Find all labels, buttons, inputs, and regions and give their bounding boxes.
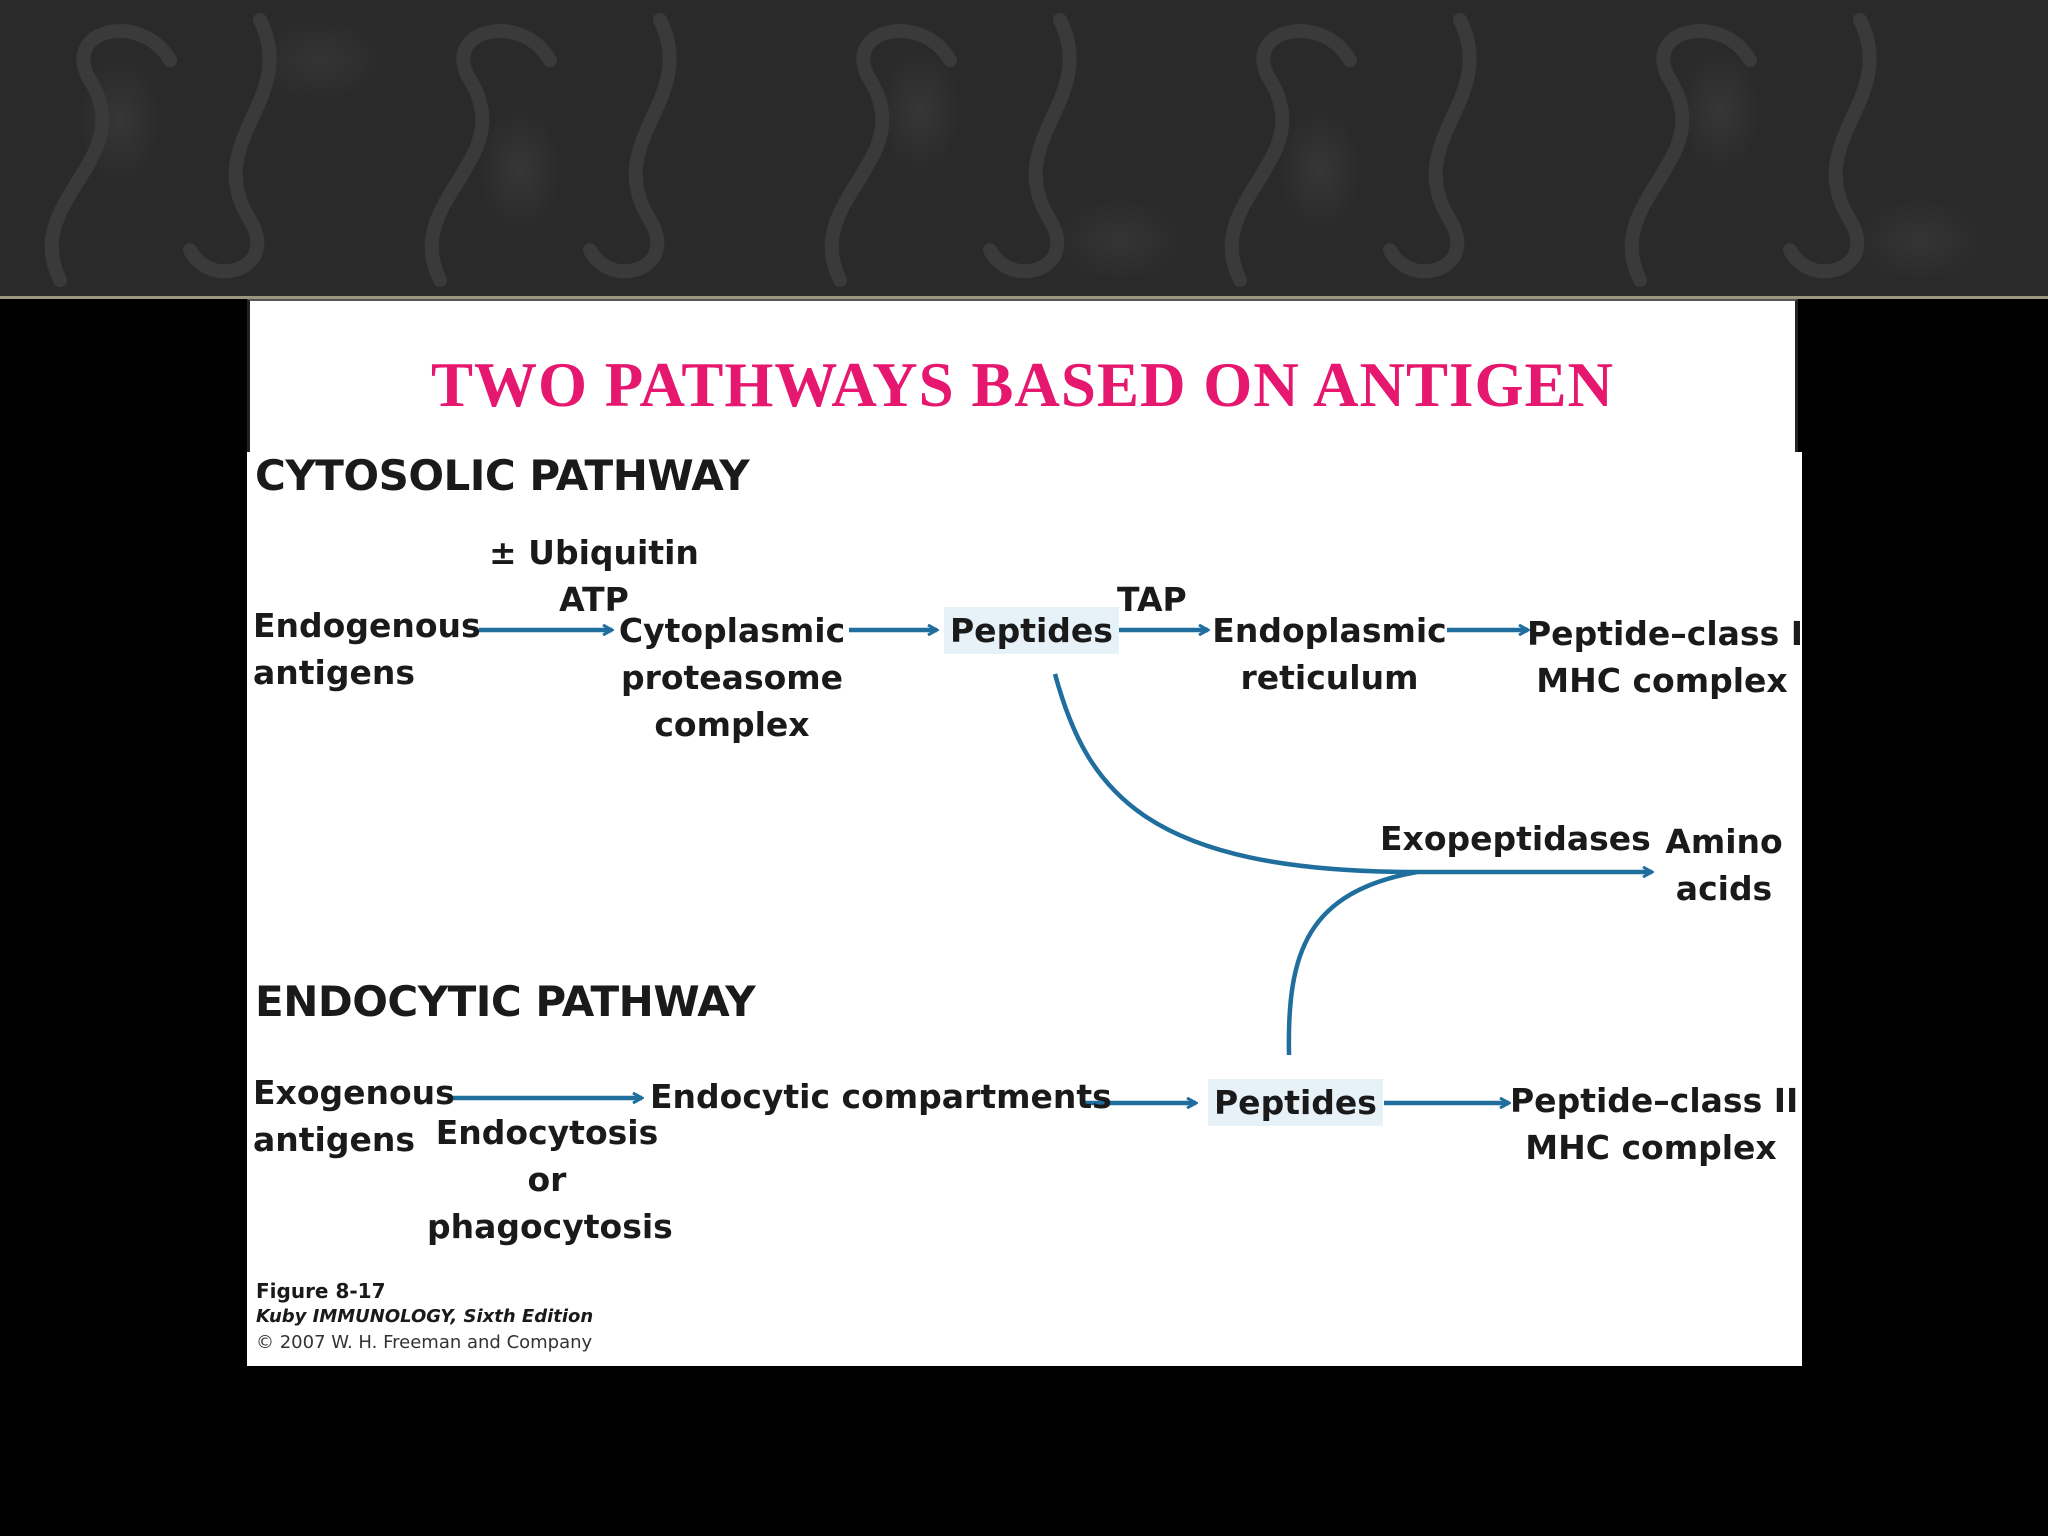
book-title: Kuby IMMUNOLOGY, Sixth Edition (256, 1306, 594, 1327)
damask-pattern (44, 13, 1877, 287)
mhc2-line1: Peptide–class II (1510, 1081, 1799, 1120)
mhc1-line2: MHC complex (1536, 661, 1788, 700)
figure-number: Figure 8-17 (256, 1279, 386, 1303)
uptake-line1: Endocytosis (435, 1113, 659, 1152)
uptake-line3: phagocytosis (427, 1207, 673, 1246)
slide-title: TWO PATHWAYS BASED ON ANTIGEN (430, 350, 1615, 420)
er-line1: Endoplasmic (1212, 611, 1447, 650)
amino-acids-line1: Amino (1665, 822, 1783, 861)
proteasome-line3: complex (654, 705, 810, 744)
mhc1-line1: Peptide–class I (1527, 614, 1803, 653)
endogenous-antigens-line1: Endogenous (253, 606, 481, 645)
curve-endocytic-to-degradation (1286, 869, 1418, 1056)
copyright: © 2007 W. H. Freeman and Company (256, 1332, 593, 1353)
pathway-arrows (450, 452, 1802, 1366)
cytosolic-pathway-heading: CYTOSOLIC PATHWAY (255, 451, 750, 500)
title-box: TWO PATHWAYS BASED ON ANTIGEN (247, 299, 1798, 452)
tap-label: TAP (1117, 580, 1187, 619)
ubiquitin-label: ± Ubiquitin (489, 533, 699, 572)
endocytic-peptides-label: Peptides (1208, 1079, 1383, 1126)
exogenous-antigens-line2: antigens (253, 1120, 415, 1159)
exogenous-antigens-line1: Exogenous (253, 1073, 455, 1112)
proteasome-line2: proteasome (620, 658, 844, 697)
endogenous-antigens-line2: antigens (253, 653, 415, 692)
uptake-line2: or (527, 1160, 567, 1199)
exopeptidases-label: Exopeptidases (1380, 819, 1651, 858)
cytosolic-peptides-label: Peptides (944, 607, 1119, 654)
mhc2-line2: MHC complex (1525, 1128, 1777, 1167)
amino-acids-line2: acids (1675, 869, 1773, 908)
endocytic-pathway-heading: ENDOCYTIC PATHWAY (255, 977, 756, 1026)
atp-label: ATP (559, 580, 629, 619)
curve-cytosolic-to-degradation (1052, 673, 1418, 875)
pathway-diagram: CYTOSOLIC PATHWAY ± Ubiquitin ATP Endoge… (247, 451, 1803, 1366)
endocytic-compartments-label: Endocytic compartments (650, 1077, 1112, 1116)
proteasome-line1: Cytoplasmic (618, 611, 846, 650)
er-line2: reticulum (1240, 658, 1419, 697)
damask-header-banner (0, 0, 2048, 299)
